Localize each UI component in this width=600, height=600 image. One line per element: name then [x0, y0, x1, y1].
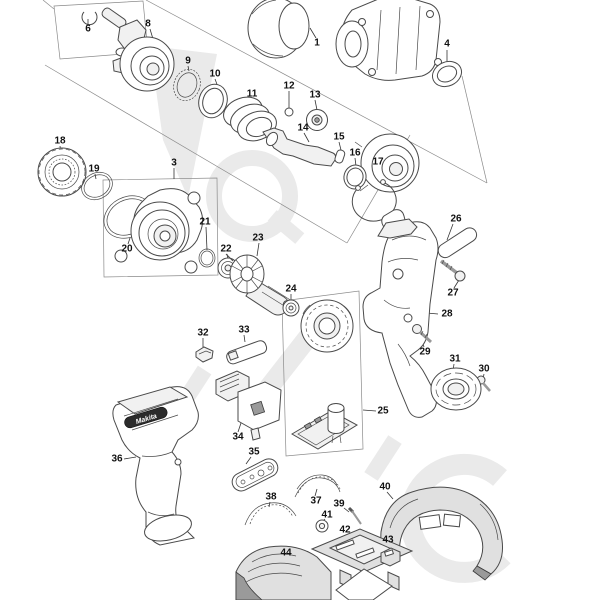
part-15-drawing — [334, 149, 346, 164]
part-label-9: 9 — [185, 55, 191, 67]
part-label-3: 3 — [171, 157, 177, 169]
part-label-23: 23 — [252, 232, 264, 244]
part-label-1: 1 — [314, 37, 320, 49]
part-label-29: 29 — [419, 346, 431, 358]
part-label-37: 37 — [310, 495, 322, 507]
part-label-32: 32 — [197, 327, 209, 339]
part-4-drawing — [431, 60, 463, 88]
part-label-26: 26 — [450, 213, 462, 225]
part-label-43: 43 — [382, 534, 394, 546]
part-label-14: 14 — [297, 122, 309, 134]
part-label-40: 40 — [379, 481, 391, 493]
part-14-drawing — [262, 127, 420, 193]
part-11-drawing — [223, 96, 277, 142]
part-26-drawing — [437, 227, 478, 259]
part-1-drawing — [247, 0, 310, 59]
part-2-housing-drawing — [335, 0, 442, 81]
part-label-12: 12 — [283, 80, 295, 92]
part-8-drawing — [112, 36, 175, 92]
part-25-drawing — [291, 299, 359, 450]
part-32-drawing — [195, 346, 214, 363]
part-35-drawing — [231, 458, 279, 492]
part-label-24: 24 — [285, 283, 297, 295]
part-29-drawing — [412, 324, 433, 344]
part-10-drawing — [198, 83, 228, 119]
part-16-drawing — [343, 164, 367, 190]
part-label-41: 41 — [321, 509, 333, 521]
part-40-drawing — [380, 486, 503, 581]
part-label-27: 27 — [447, 287, 459, 299]
part-37-drawing — [294, 474, 341, 498]
part-label-6: 6 — [85, 23, 91, 35]
part-label-10: 10 — [209, 68, 221, 80]
group-box-3 — [102, 177, 219, 278]
part-23-drawing — [225, 253, 296, 316]
part-38-drawing — [244, 502, 297, 526]
part-label-13: 13 — [309, 89, 321, 101]
part-label-42: 42 — [339, 524, 351, 536]
part-label-4: 4 — [444, 38, 450, 50]
part-27-drawing — [439, 259, 466, 282]
part-label-25: 25 — [377, 405, 389, 417]
part-label-18: 18 — [54, 135, 66, 147]
part-18-drawing — [37, 147, 87, 197]
part-31-drawing — [430, 367, 482, 411]
part-sheet-drawing — [335, 568, 393, 600]
part-36-drawing: Makita — [112, 386, 199, 546]
part-19-drawing — [81, 171, 113, 201]
part-13-drawing — [306, 109, 328, 131]
part-9-drawing — [173, 68, 201, 102]
part-39-drawing — [347, 506, 362, 525]
part-44-drawing — [235, 545, 332, 600]
part-label-28: 28 — [441, 308, 453, 320]
part-label-30: 30 — [478, 363, 490, 375]
part-28-drawing — [362, 209, 439, 418]
part-41-drawing — [315, 519, 329, 533]
part-34-drawing — [215, 370, 282, 441]
part-label-16: 16 — [349, 147, 361, 159]
part-label-34: 34 — [232, 431, 244, 443]
part-label-20: 20 — [121, 243, 133, 255]
part-label-35: 35 — [248, 446, 260, 458]
part-label-38: 38 — [265, 491, 277, 503]
part-21-drawing — [198, 248, 216, 268]
group-box-25 — [281, 290, 364, 457]
part-label-44: 44 — [280, 547, 292, 559]
part-label-22: 22 — [220, 243, 232, 255]
part-17-drawing — [351, 179, 397, 222]
part-label-15: 15 — [333, 131, 345, 143]
part-label-11: 11 — [246, 88, 258, 100]
part-3-drawing — [114, 188, 204, 274]
part-label-36: 36 — [111, 453, 123, 465]
part-label-8: 8 — [145, 18, 151, 30]
part-label-39: 39 — [333, 498, 345, 510]
part-label-17: 17 — [372, 156, 384, 168]
part-label-33: 33 — [238, 324, 250, 336]
part-label-21: 21 — [199, 216, 211, 228]
part-label-31: 31 — [449, 353, 461, 365]
part-24-drawing — [282, 299, 300, 317]
part-12-drawing — [284, 107, 294, 117]
part-33-drawing — [226, 340, 268, 365]
part-43-drawing — [380, 547, 401, 567]
part-label-19: 19 — [88, 163, 100, 175]
part-6-drawing — [81, 11, 98, 26]
